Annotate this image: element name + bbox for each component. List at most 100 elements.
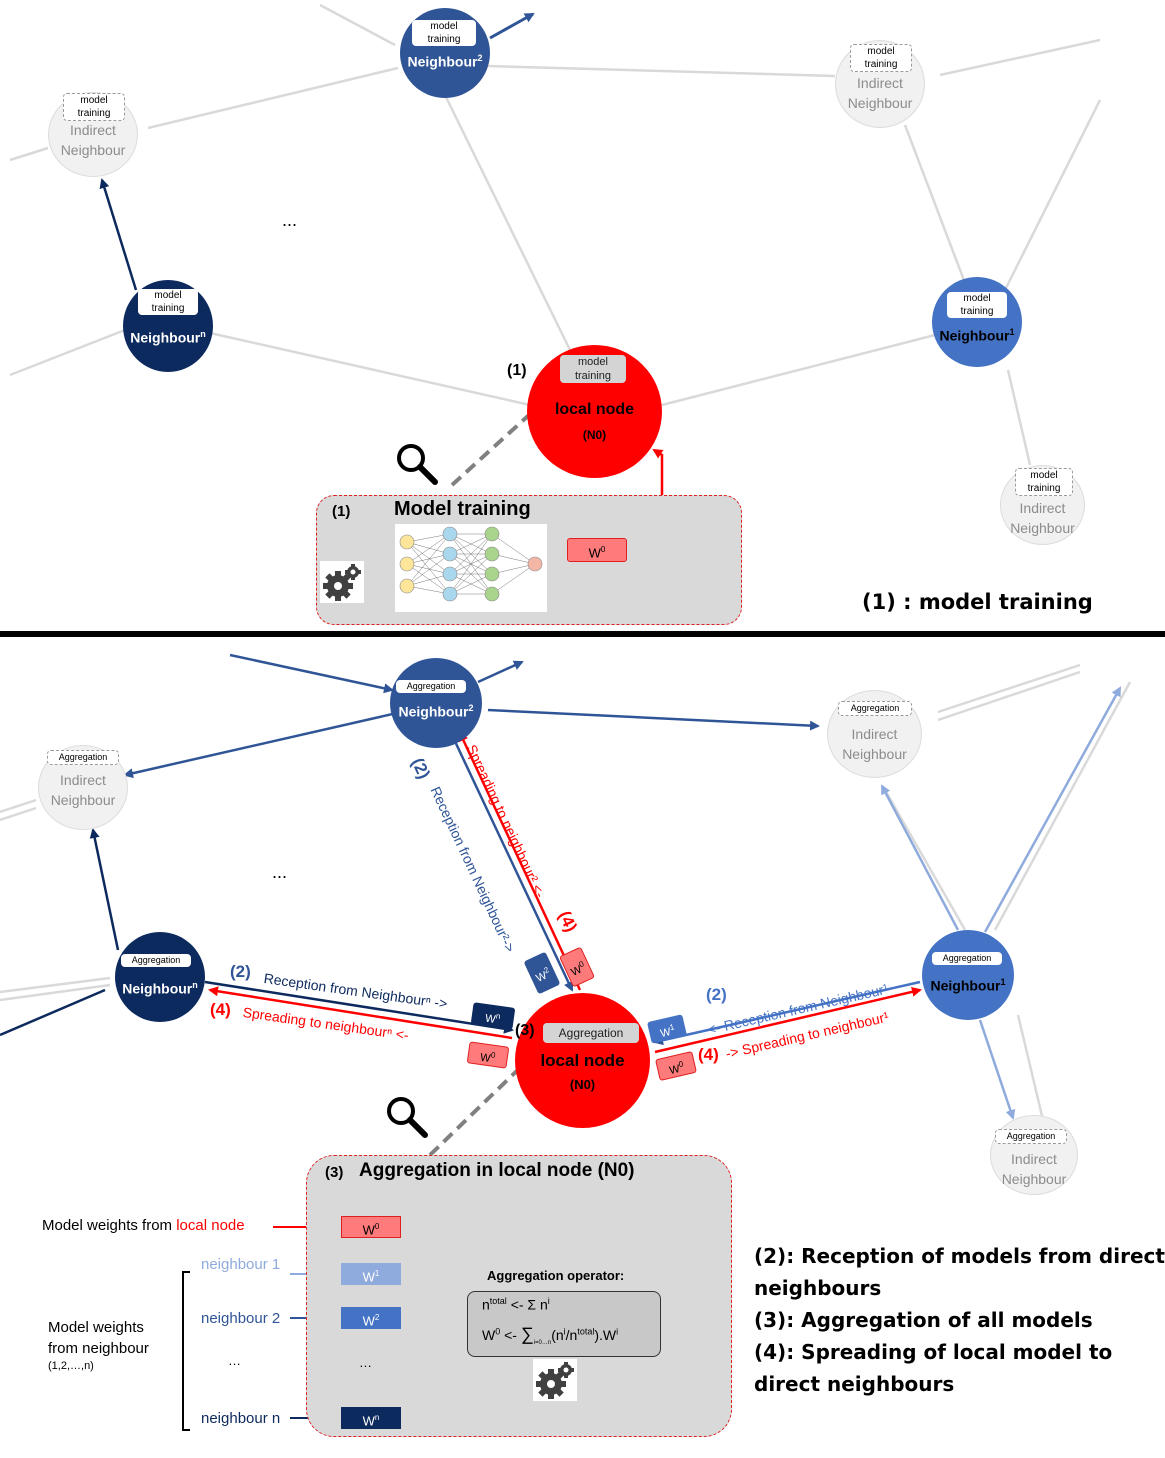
- aggregation-panel: (3) Aggregation in local node (N0) W0 W1…: [306, 1155, 732, 1437]
- ellipsis-top: ...: [282, 210, 298, 230]
- arrow-reception-2: [450, 734, 574, 992]
- neighbour-row-2: neighbour 2: [201, 1310, 281, 1327]
- node-local-bottom: Aggregation local node (N0): [515, 993, 650, 1128]
- aggregation-badge: Aggregation: [121, 954, 191, 967]
- model-training-panel: (1) Model training W0: [316, 495, 742, 625]
- formula-part: <- Σ n: [506, 1296, 548, 1313]
- local-node-id: (N0): [569, 1077, 596, 1092]
- neighbour-row-ellipsis: …: [228, 1353, 241, 1368]
- step-marker-3: (3): [515, 1022, 535, 1039]
- node-neighbourn-bottom: Aggregation Neighbourn: [115, 932, 205, 1022]
- bottom-gray-edges: [0, 663, 1132, 1121]
- formula-part: ).W: [594, 1327, 617, 1343]
- formula-part: i: [547, 1296, 550, 1306]
- formula-line-2: W0 <- ∑i=0…n(ni/ntotal).Wi: [482, 1324, 618, 1346]
- formula-part: W: [482, 1327, 496, 1343]
- model-training-badge: model training: [850, 44, 912, 72]
- w-label: W: [362, 1269, 375, 1285]
- arrow-n2-to-indirect-right: [487, 708, 820, 731]
- w-label: W: [362, 1313, 375, 1329]
- legend-line: (3): Aggregation of all models: [754, 1308, 1093, 1332]
- arrow-top-left-to-n2: [229, 653, 394, 694]
- node-indirect-topright: model training Indirect Neighbour: [835, 40, 925, 128]
- formula-part: total: [577, 1326, 595, 1337]
- top-gray-edges: [9, 3, 1102, 466]
- aggregation-badge: Aggregation: [932, 952, 1002, 965]
- w-sup: n: [374, 1413, 380, 1422]
- legend-bottom: (2): Reception of models from direct nei…: [754, 1240, 1165, 1400]
- arrow-n2-out: [477, 660, 524, 684]
- step4-marker-n: (4): [210, 1000, 231, 1019]
- aggregation-badge: Aggregation: [47, 750, 119, 765]
- panel-title: Aggregation in local node (N0): [359, 1160, 635, 1181]
- node-label: Indirect Neighbour: [1001, 1151, 1067, 1187]
- node-indirect-bottomright: Aggregation Indirect Neighbour: [827, 690, 922, 778]
- arrow-reception-1: [653, 980, 921, 1046]
- zoom-dashed-line-bottom: [428, 1058, 530, 1157]
- w-label: W: [362, 1222, 375, 1238]
- step2-marker-n: (2): [230, 962, 251, 981]
- node-label: Neighbour: [939, 327, 1010, 344]
- formula-part: i: [616, 1326, 619, 1337]
- wn-box: Wn: [341, 1407, 401, 1429]
- model-training-badge: model training: [560, 355, 626, 383]
- model-training-badge: model training: [1015, 468, 1073, 496]
- arrow-n1-to-indirect: [880, 784, 960, 931]
- node-indirect-bottomleft: Aggregation Indirect Neighbour: [38, 745, 128, 830]
- formula-line-1: ntotal <- Σ ni: [482, 1296, 550, 1313]
- gear-icon: [320, 561, 364, 603]
- aggregation-badge: Aggregation: [838, 701, 912, 716]
- node-indirect-topleft: model training Indirect Neighbour: [48, 92, 138, 177]
- magnifier-icon: [397, 444, 438, 485]
- formula-part: /n: [565, 1327, 578, 1343]
- edge-nn-left: [0, 988, 106, 1037]
- model-training-badge: model training: [63, 93, 125, 121]
- formula-part: total: [489, 1296, 507, 1306]
- model-training-badge: model training: [138, 289, 198, 315]
- node-label: Indirect Neighbour: [50, 772, 116, 808]
- arrow-neighbour2-out: [489, 12, 535, 40]
- arrow-spreading-n: [208, 986, 513, 1040]
- node-neighbour2-bottom: Aggregation Neighbour2: [390, 658, 482, 748]
- arrow-neighbourn-to-indirect: [99, 178, 138, 291]
- node-label: Neighbour: [398, 703, 469, 720]
- node-label: Neighbour: [122, 980, 193, 997]
- node-local-top: model training local node (N0): [527, 345, 662, 478]
- neural-network-image: [395, 524, 547, 612]
- arrow-spreading-2: [458, 731, 582, 991]
- label-part: local node: [176, 1217, 245, 1234]
- formula-part: i: [563, 1326, 566, 1337]
- formula-part: <-: [500, 1327, 521, 1343]
- formula-part: n: [482, 1296, 490, 1313]
- w-sup: 1: [374, 1269, 380, 1278]
- w-sup: 2: [374, 1313, 380, 1322]
- arrow-n1-right: [983, 686, 1122, 933]
- model-weights-local: Model weights from local node: [42, 1217, 245, 1234]
- w1-box: W1: [341, 1263, 401, 1285]
- aggregation-badge: Aggregation: [995, 1129, 1067, 1144]
- local-node-label: local node: [554, 401, 635, 418]
- arrow-reception-n: [204, 980, 514, 1034]
- model-weights-range: (1,2,…,n): [48, 1360, 94, 1372]
- neighbour-row-1: neighbour 1: [201, 1256, 281, 1273]
- w2-box: W2: [341, 1307, 401, 1329]
- arrow-n1-to-indirect-bottom: [978, 1019, 1016, 1120]
- formula-part: 0: [495, 1326, 501, 1337]
- w-ellipsis: …: [359, 1355, 372, 1370]
- legend-top: (1) : model training: [862, 590, 1093, 614]
- node-label: Neighbour: [130, 329, 201, 346]
- node-label: Indirect Neighbour: [842, 726, 907, 762]
- step2-marker-1: (2): [706, 985, 727, 1004]
- arrow-nn-to-indirect: [89, 828, 120, 951]
- label-part: Model weights from: [42, 1217, 177, 1234]
- arrow-spreading-1: [654, 986, 922, 1054]
- panel-title: Model training: [394, 498, 531, 520]
- formula-part: (n: [551, 1327, 564, 1343]
- w-label: W: [362, 1413, 375, 1429]
- node-label: Neighbour: [407, 53, 478, 70]
- node-neighbourn-top: model training Neighbourn: [123, 280, 213, 372]
- node-neighbour1-top: model training Neighbour1: [932, 277, 1022, 367]
- left-bracket: [182, 1271, 190, 1431]
- legend-line: (4): Spreading of local model to: [754, 1340, 1113, 1364]
